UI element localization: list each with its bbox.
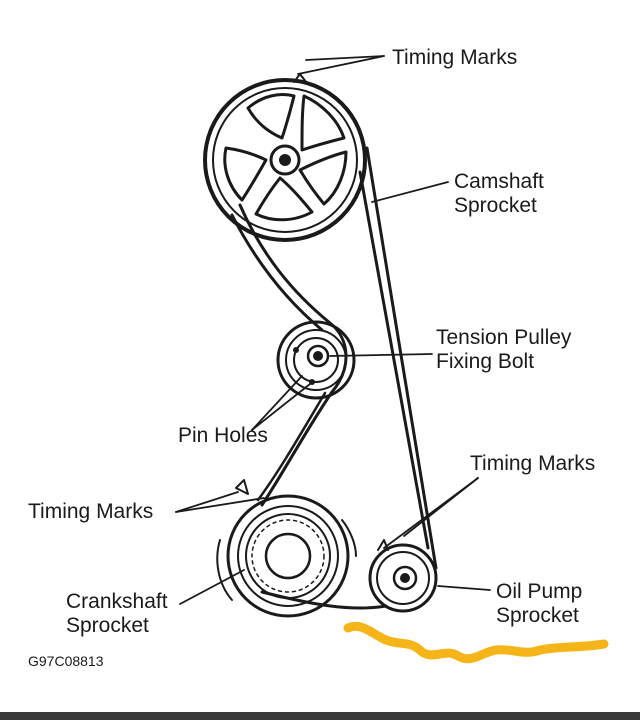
crankshaft-sprocket [216,479,357,618]
label-timing-marks-left: Timing Marks [28,500,153,523]
bottom-edge [0,712,640,720]
camshaft-sprocket [203,73,367,242]
timing-belt [230,146,438,610]
label-crankshaft-line1: Crankshaft [66,590,168,613]
label-camshaft-line2: Sprocket [454,194,537,217]
label-oil-pump-line2: Sprocket [496,604,579,627]
highlight-squiggle [343,622,609,664]
label-camshaft-line1: Camshaft [454,170,544,193]
leader-lines [175,55,491,605]
label-tension-line2: Fixing Bolt [436,350,534,373]
label-pin-holes: Pin Holes [178,424,268,447]
label-oil-pump-line1: Oil Pump [496,580,582,603]
figure-code: G97C08813 [28,653,104,669]
oil-pump-sprocket [368,539,438,613]
label-crankshaft-line2: Sprocket [66,614,149,637]
label-tension-line1: Tension Pulley [436,326,572,349]
label-timing-marks-top: Timing Marks [392,46,517,69]
label-timing-marks-right: Timing Marks [470,452,595,475]
tension-pulley [276,320,356,400]
